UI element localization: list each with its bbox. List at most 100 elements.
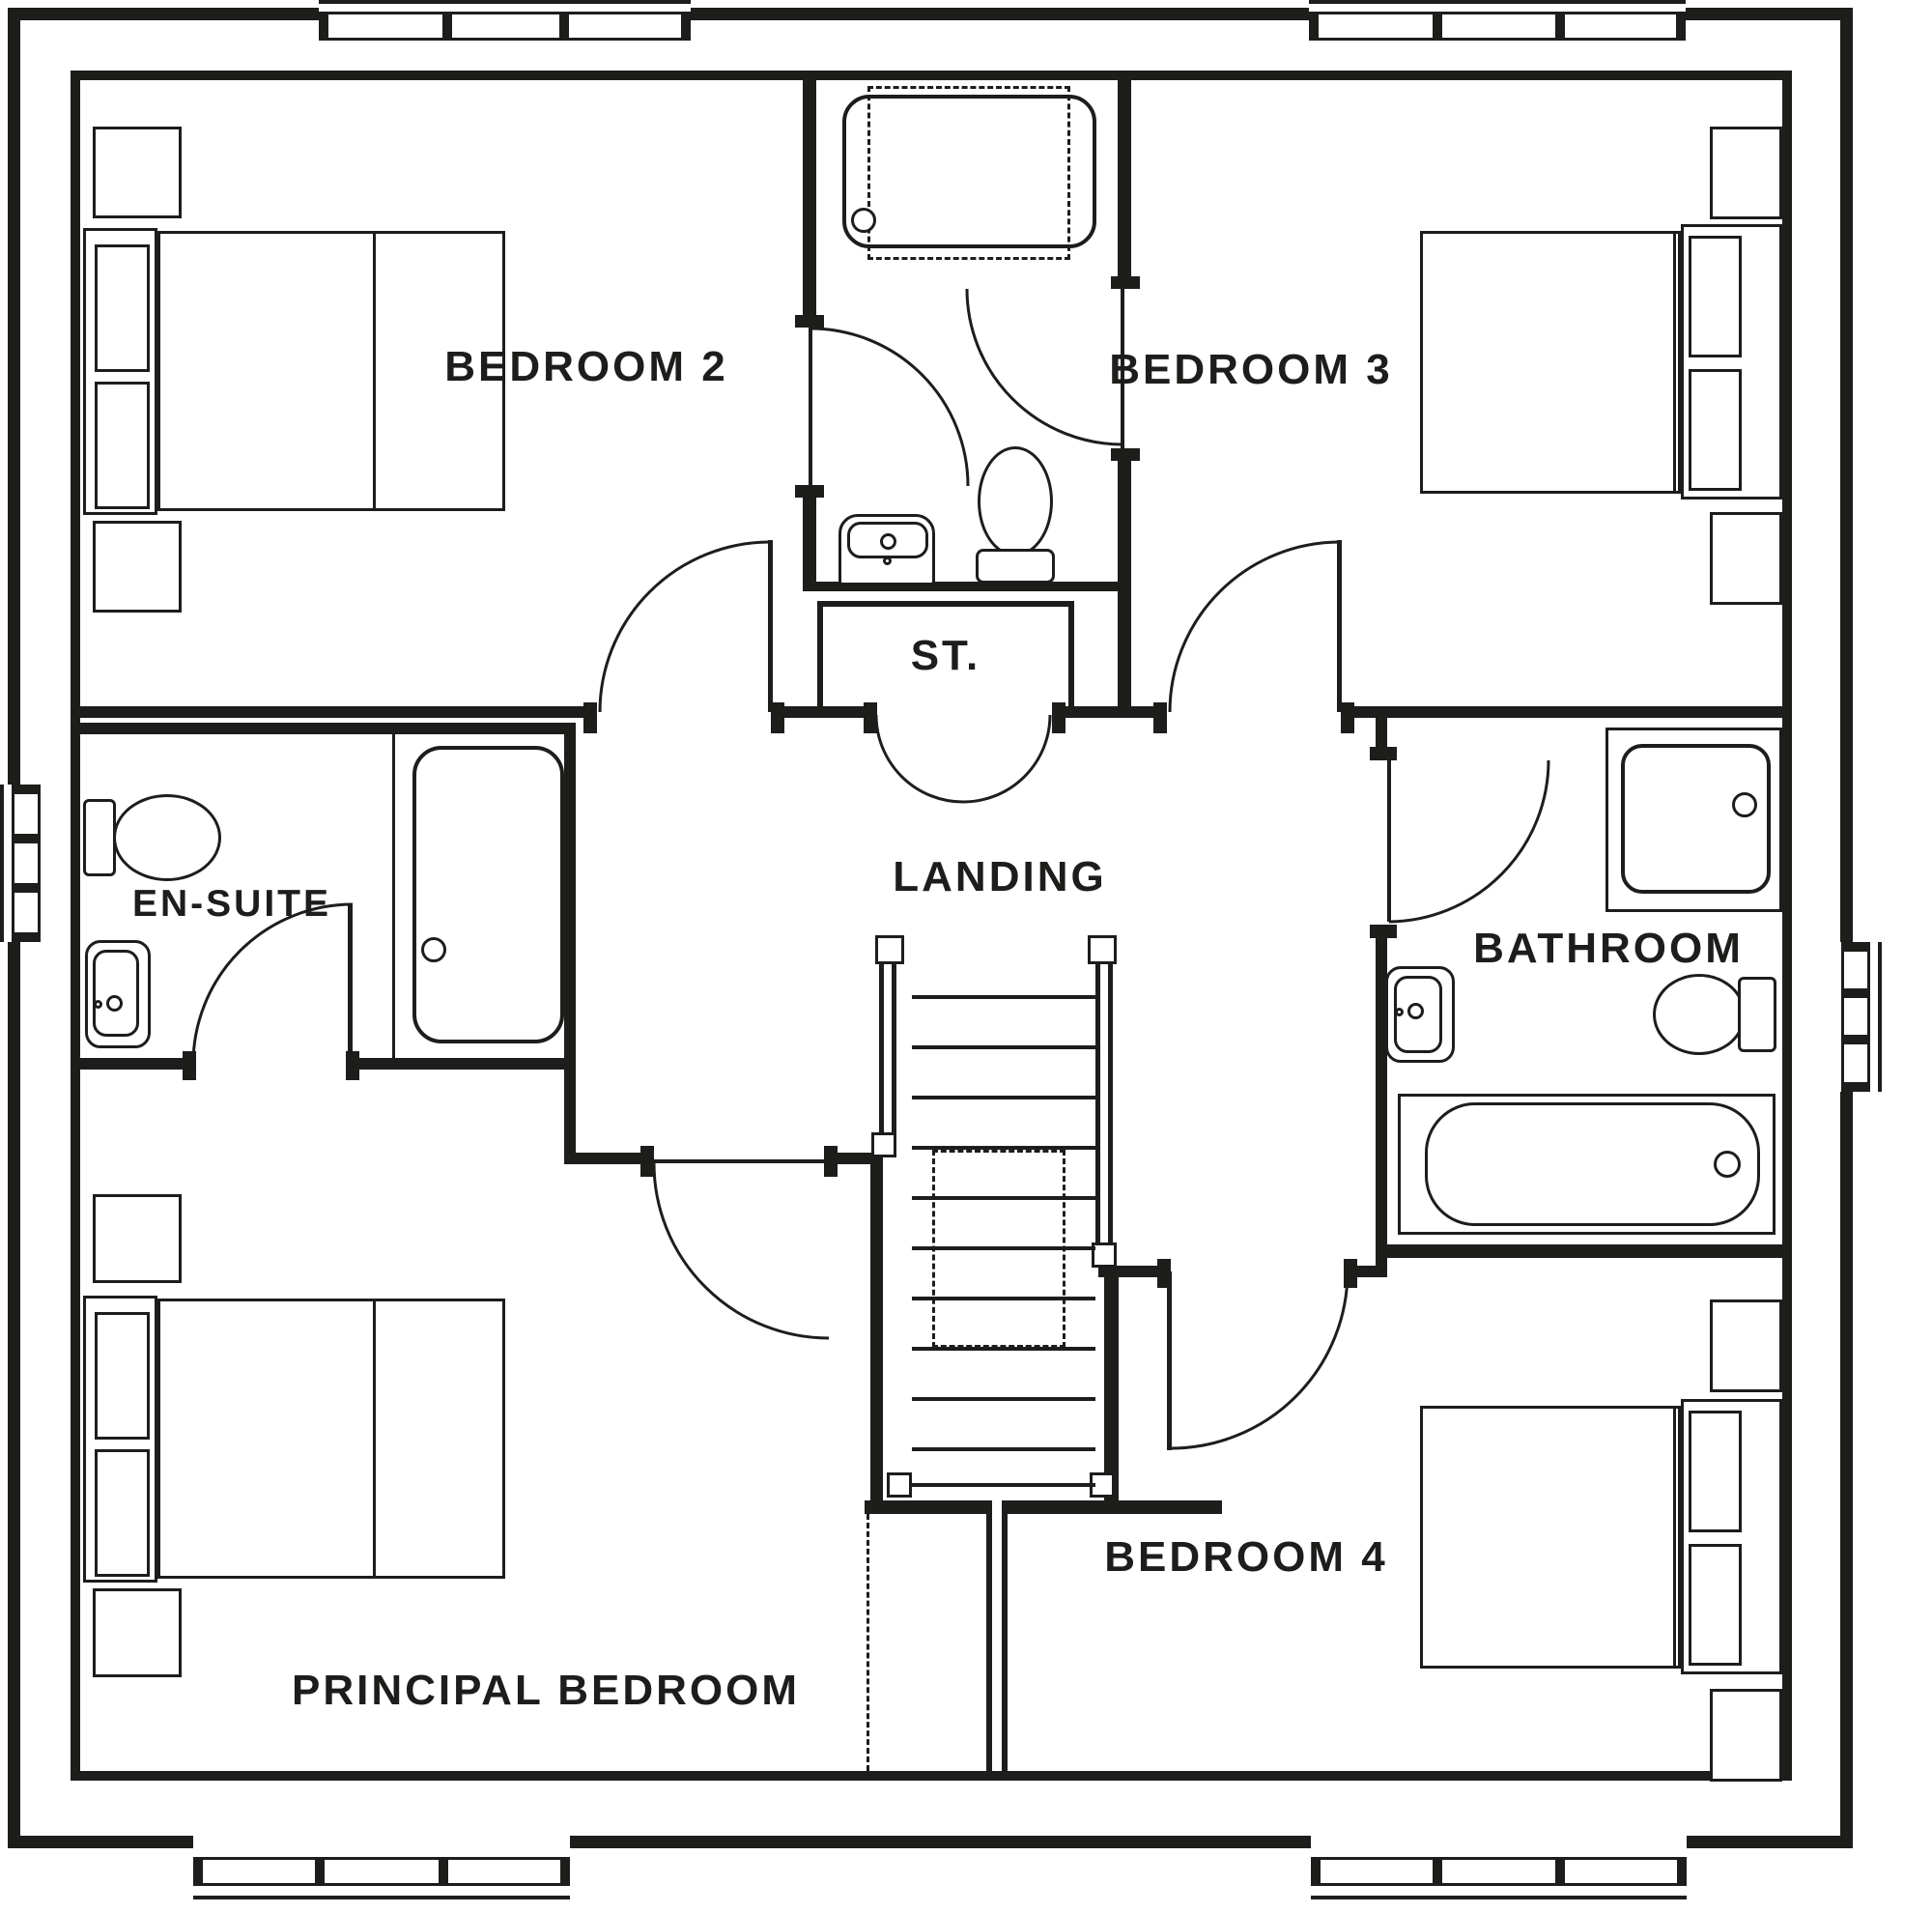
door-arc-shower-room-left: [810, 327, 970, 487]
wall: [817, 601, 823, 718]
wall: [817, 706, 870, 718]
bed-mattress: [157, 1299, 505, 1579]
door-jamb: [1370, 747, 1397, 760]
bedside-table: [1710, 1689, 1782, 1782]
stair-tread: [912, 1347, 1095, 1351]
principal-bedroom-label: PRINCIPAL BEDROOM: [291, 1667, 801, 1714]
wall: [1376, 1244, 1792, 1258]
stair-balustrade: [1108, 962, 1113, 1252]
bath: [1425, 1102, 1760, 1226]
stair-balustrade: [892, 962, 896, 1142]
window-sill: [1878, 942, 1882, 1092]
toilet-bowl: [113, 794, 221, 881]
bathroom-label: BATHROOM: [1473, 925, 1744, 972]
stair-void-dashed: [932, 1150, 1065, 1348]
basin-tap-dot: [94, 1000, 102, 1009]
door-jamb: [1341, 702, 1354, 733]
wall: [803, 80, 816, 315]
door-jamb: [795, 315, 824, 328]
door-jamb: [864, 702, 877, 733]
stair-tread: [912, 1146, 1095, 1150]
bed-pillow: [1689, 369, 1742, 491]
shower-drain: [421, 937, 446, 962]
door-jamb: [1153, 702, 1167, 733]
window-post: [560, 1857, 570, 1886]
window: [1309, 12, 1686, 41]
wall: [1008, 1500, 1222, 1514]
bed-throw-line: [373, 1300, 376, 1577]
bed-mattress: [1420, 1406, 1681, 1669]
wall: [80, 706, 590, 718]
wall: [1686, 8, 1853, 20]
wall: [1376, 925, 1387, 1277]
window-mullion: [1433, 1857, 1442, 1886]
bed-throw-line: [1673, 233, 1676, 492]
wall: [1840, 1092, 1853, 1848]
window-post: [1841, 1082, 1870, 1092]
door-jamb: [1052, 702, 1065, 733]
window-mullion: [1555, 1857, 1565, 1886]
door-arc-shower-room-right: [965, 288, 1123, 446]
door-leaf: [809, 328, 812, 487]
window: [1311, 1857, 1687, 1886]
door-leaf: [1337, 540, 1342, 712]
wall: [865, 1500, 986, 1514]
window: [193, 1857, 570, 1886]
window-post: [193, 1857, 203, 1886]
window-sill: [0, 785, 4, 942]
door-leaf: [654, 1159, 826, 1163]
window-mullion: [12, 834, 41, 843]
window-sill: [1311, 1896, 1687, 1899]
shower-drain: [851, 208, 876, 233]
wall: [870, 1158, 883, 1502]
door-arc-principal: [652, 1162, 830, 1340]
window-mullion: [559, 12, 569, 41]
shower-tray: [412, 746, 564, 1043]
basin-tap: [106, 995, 123, 1012]
window-post: [319, 12, 328, 41]
bed-mattress: [157, 231, 505, 511]
window-sill: [1309, 0, 1686, 4]
stair-tread: [912, 1045, 1095, 1049]
wall: [1098, 1266, 1171, 1277]
window-mullion: [12, 883, 41, 893]
stair-newel: [875, 935, 904, 964]
door-jamb: [1111, 276, 1140, 289]
window-mullion: [1433, 12, 1442, 41]
stair-tread: [912, 1246, 1095, 1250]
window-mullion: [315, 1857, 325, 1886]
shower-screen: [392, 731, 395, 1058]
dashed-boundary: [867, 1514, 869, 1771]
window-post: [12, 785, 41, 794]
basin-tap: [1407, 1003, 1424, 1019]
stair-newel: [871, 1132, 896, 1157]
wall: [1353, 706, 1792, 718]
wall: [8, 8, 319, 20]
stair-tread: [912, 1447, 1095, 1451]
basin-bowl: [93, 950, 139, 1037]
wall: [71, 80, 80, 1771]
wall: [1002, 1500, 1008, 1776]
shower-enclosure-dashed: [867, 86, 1070, 260]
window-mullion: [442, 12, 452, 41]
bed-mattress: [1420, 231, 1681, 494]
toilet-bowl: [1653, 974, 1746, 1055]
basin-tap: [880, 533, 896, 550]
door-leaf: [1121, 289, 1124, 448]
door-arc-bedroom4: [1170, 1271, 1350, 1450]
shower-tray: [842, 95, 1096, 248]
door-jamb: [771, 702, 784, 733]
stair-newel: [1088, 935, 1117, 964]
wall: [1065, 706, 1167, 718]
bed-pillow: [95, 1312, 150, 1440]
wall: [71, 1771, 1792, 1781]
wall: [803, 582, 1131, 591]
door-jamb: [583, 702, 597, 733]
wall: [986, 1500, 992, 1776]
stair-tread: [912, 1297, 1095, 1300]
window-post: [1841, 942, 1870, 952]
wall: [80, 723, 564, 734]
window-mullion: [1841, 1035, 1870, 1044]
landing-label: LANDING: [893, 853, 1107, 900]
